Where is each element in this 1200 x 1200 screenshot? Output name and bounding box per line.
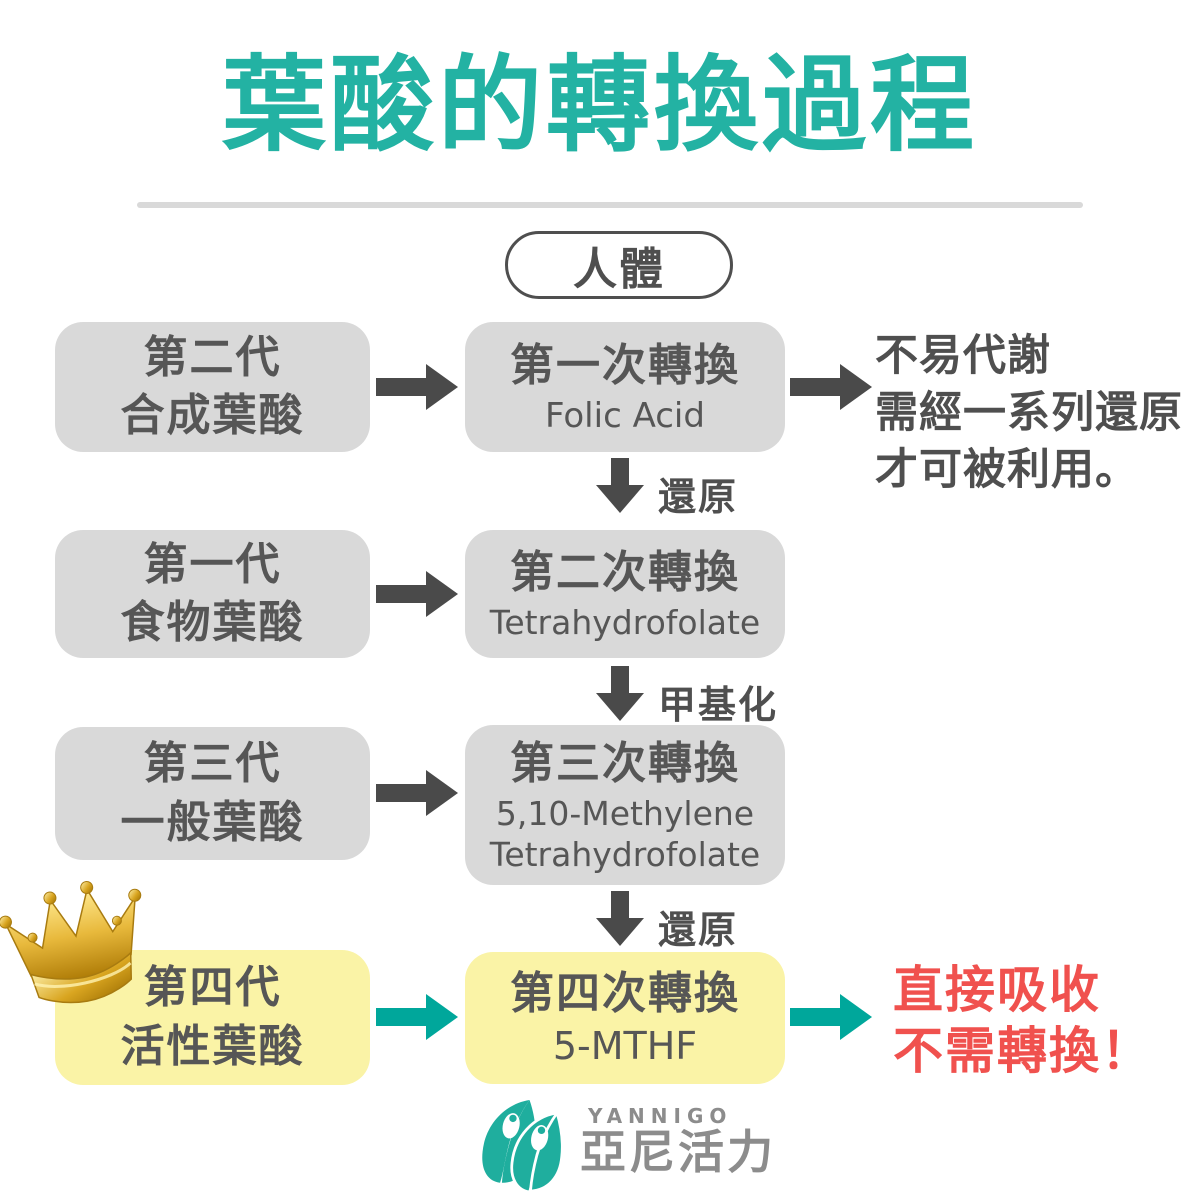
brand-logo-icon xyxy=(478,1098,570,1194)
box-line: 合成葉酸 xyxy=(120,390,305,441)
note-first-conversion: 不易代謝 需經一系列還原 才可被利用。 xyxy=(875,331,1183,495)
arrow-right-icon xyxy=(376,571,458,617)
step-label-reduction-1: 還原 xyxy=(658,475,739,519)
box-line: 第四代 xyxy=(143,962,282,1014)
arrow-down-icon xyxy=(596,666,644,721)
box-line: 食物葉酸 xyxy=(120,597,305,648)
arrow-right-icon xyxy=(790,364,872,410)
box-line: 一般葉酸 xyxy=(120,796,305,848)
box-line: 第一次轉換 xyxy=(510,339,740,391)
title-divider xyxy=(137,202,1083,208)
box-conversion-4: 第四次轉換 5-MTHF xyxy=(465,952,785,1084)
box-line: 活性葉酸 xyxy=(120,1020,305,1072)
box-generation-4: 第四代 活性葉酸 xyxy=(55,950,370,1085)
box-line: Tetrahydrofolate xyxy=(489,835,761,875)
box-line: 5-MTHF xyxy=(552,1024,698,1069)
arrow-right-icon xyxy=(376,364,458,410)
box-line: 第一代 xyxy=(143,538,282,590)
box-generation-1: 第一代 食物葉酸 xyxy=(55,530,370,658)
arrow-right-icon xyxy=(790,994,872,1040)
brand-name-en: YANNIGO xyxy=(588,1104,733,1128)
box-conversion-3: 第三次轉換 5,10-Methylene Tetrahydrofolate xyxy=(465,725,785,885)
box-conversion-1: 第一次轉換 Folic Acid xyxy=(465,322,785,452)
arrow-down-icon xyxy=(596,891,644,946)
crown-icon xyxy=(0,858,173,1025)
box-line: Tetrahydrofolate xyxy=(489,603,761,643)
step-label-reduction-2: 還原 xyxy=(658,908,739,952)
scope-pill: 人體 xyxy=(505,231,733,299)
step-label-methylation: 甲基化 xyxy=(658,683,779,727)
box-line: 第二次轉換 xyxy=(510,547,740,599)
box-generation-3: 第三代 一般葉酸 xyxy=(55,727,370,860)
arrow-right-icon xyxy=(376,770,458,816)
box-generation-2: 第二代 合成葉酸 xyxy=(55,322,370,452)
box-line: 第四次轉換 xyxy=(510,968,740,1020)
note-direct-absorption: 直接吸收 不需轉換！ xyxy=(893,961,1153,1080)
box-line: 5,10-Methylene xyxy=(495,793,755,833)
arrow-right-icon xyxy=(376,994,458,1040)
box-line: 第二代 xyxy=(143,331,282,383)
box-line: Folic Acid xyxy=(545,395,705,436)
page-title: 葉酸的轉換過程 xyxy=(221,44,978,166)
brand-name-zh: 亞尼活力 xyxy=(580,1125,776,1179)
box-line: 第三次轉換 xyxy=(510,737,740,789)
scope-label: 人體 xyxy=(573,244,665,295)
box-line: 第三代 xyxy=(143,738,282,790)
arrow-down-icon xyxy=(596,458,644,513)
box-conversion-2: 第二次轉換 Tetrahydrofolate xyxy=(465,530,785,658)
